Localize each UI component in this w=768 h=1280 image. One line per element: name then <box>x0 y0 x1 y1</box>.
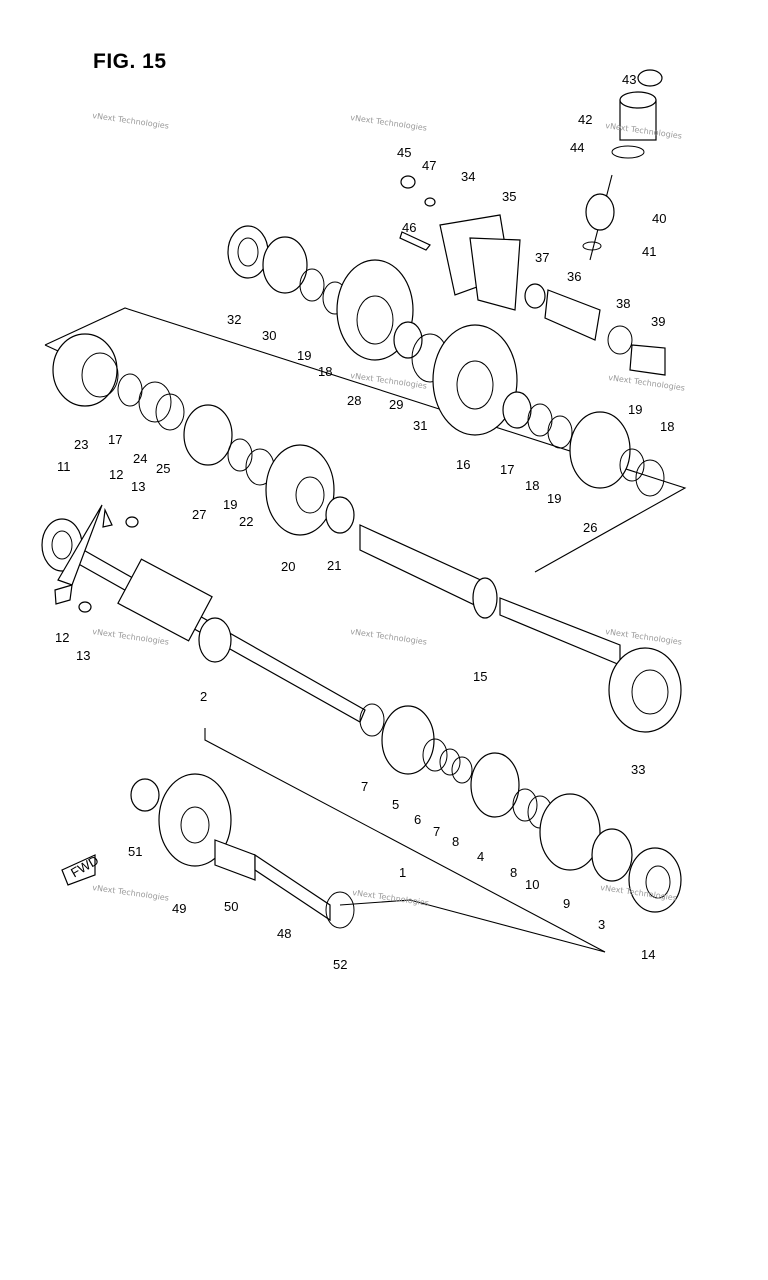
callout-26: 26 <box>583 520 597 535</box>
callout-4: 4 <box>477 849 484 864</box>
callout-31: 31 <box>413 418 427 433</box>
countershaft-gears-lower <box>359 703 682 913</box>
callout-36: 36 <box>567 269 581 284</box>
callout-19: 19 <box>223 497 237 512</box>
callout-17: 17 <box>108 432 122 447</box>
callout-18: 18 <box>660 419 674 434</box>
callout-17: 17 <box>500 462 514 477</box>
callout-2: 2 <box>200 689 207 704</box>
callout-50: 50 <box>224 899 238 914</box>
callout-10: 10 <box>525 877 539 892</box>
callout-18: 18 <box>318 364 332 379</box>
callout-39: 39 <box>651 314 665 329</box>
callout-51: 51 <box>128 844 142 859</box>
bearing-33 <box>608 647 682 733</box>
callout-15: 15 <box>473 669 487 684</box>
callout-18: 18 <box>525 478 539 493</box>
callout-43: 43 <box>622 72 636 87</box>
callout-44: 44 <box>570 140 584 155</box>
watermark-text: vNext Technologies <box>350 627 428 647</box>
callout-27: 27 <box>192 507 206 522</box>
callout-38: 38 <box>616 296 630 311</box>
watermark-text: vNext Technologies <box>352 888 430 908</box>
callout-11: 11 <box>57 459 71 474</box>
callout-12: 12 <box>109 467 123 482</box>
callout-19: 19 <box>297 348 311 363</box>
callout-48: 48 <box>277 926 291 941</box>
main-shaft <box>41 504 366 723</box>
callout-45: 45 <box>397 145 411 160</box>
callout-16: 16 <box>456 457 470 472</box>
callout-7: 7 <box>361 779 368 794</box>
mainshaft-gears-middle <box>52 333 621 666</box>
callout-24: 24 <box>133 451 147 466</box>
callout-30: 30 <box>262 328 276 343</box>
callout-13: 13 <box>131 479 145 494</box>
callout-23: 23 <box>74 437 88 452</box>
watermark-text: vNext Technologies <box>92 627 170 647</box>
callout-1: 1 <box>399 865 406 880</box>
callout-14: 14 <box>641 947 655 962</box>
callout-12: 12 <box>55 630 69 645</box>
idler-group: FWD <box>61 773 355 929</box>
countershaft-gears-upper <box>227 225 665 497</box>
callout-5: 5 <box>392 797 399 812</box>
callout-28: 28 <box>347 393 361 408</box>
callout-49: 49 <box>172 901 186 916</box>
watermark-text: vNext Technologies <box>608 373 686 393</box>
watermark-text: vNext Technologies <box>92 111 170 131</box>
callout-33: 33 <box>631 762 645 777</box>
callout-8: 8 <box>510 865 517 880</box>
callout-20: 20 <box>281 559 295 574</box>
callout-41: 41 <box>642 244 656 259</box>
watermark-text: vNext Technologies <box>92 883 170 903</box>
callout-40: 40 <box>652 211 666 226</box>
callout-22: 22 <box>239 514 253 529</box>
callout-21: 21 <box>327 558 341 573</box>
callout-19: 19 <box>547 491 561 506</box>
callout-29: 29 <box>389 397 403 412</box>
figure-title: FIG. 15 <box>93 50 167 73</box>
callout-42: 42 <box>578 112 592 127</box>
callout-34: 34 <box>461 169 475 184</box>
callout-6: 6 <box>414 812 421 827</box>
callout-37: 37 <box>535 250 549 265</box>
callout-32: 32 <box>227 312 241 327</box>
shaft-assembly-frame <box>44 307 687 953</box>
callout-3: 3 <box>598 917 605 932</box>
callout-7: 7 <box>433 824 440 839</box>
watermark-text: vNext Technologies <box>350 371 428 391</box>
callout-25: 25 <box>156 461 170 476</box>
callout-52: 52 <box>333 957 347 972</box>
speedo-drive-parts <box>399 69 666 376</box>
callout-35: 35 <box>502 189 516 204</box>
callout-8: 8 <box>452 834 459 849</box>
callout-13: 13 <box>76 648 90 663</box>
callout-47: 47 <box>422 158 436 173</box>
callout-9: 9 <box>563 896 570 911</box>
callout-46: 46 <box>402 220 416 235</box>
callout-19: 19 <box>628 402 642 417</box>
watermark-text: vNext Technologies <box>350 113 428 133</box>
